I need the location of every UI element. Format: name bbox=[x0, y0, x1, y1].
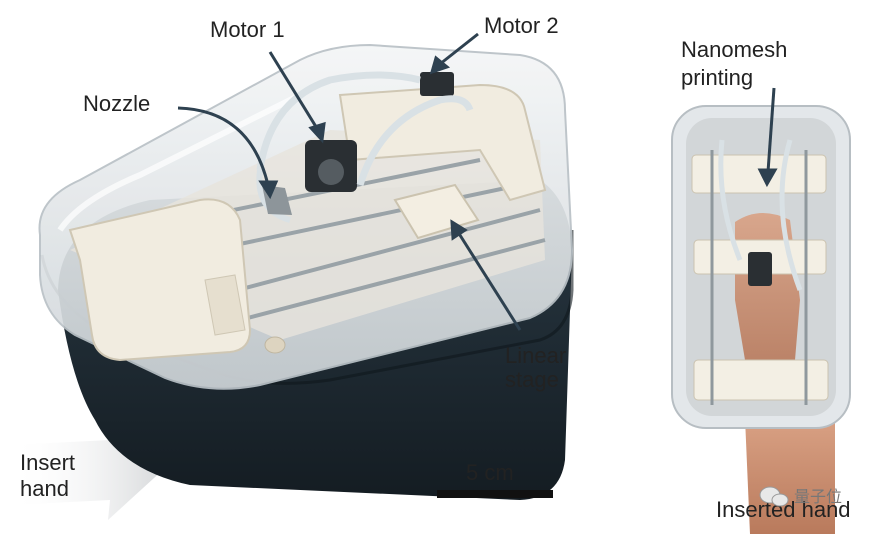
side-device bbox=[671, 87, 851, 534]
pointer-arrows bbox=[177, 32, 522, 331]
watermark: 量子位 bbox=[758, 481, 878, 511]
wechat-icon: 量子位 bbox=[759, 486, 842, 507]
label-nanomesh-printing: Nanomesh printing bbox=[681, 37, 788, 90]
label-motor-2: Motor 2 bbox=[484, 13, 559, 38]
label-linear-stage: Linear stage bbox=[505, 343, 567, 392]
left-bracket bbox=[68, 198, 252, 362]
label-motor-1: Motor 1 bbox=[210, 17, 285, 42]
right-bracket bbox=[338, 83, 547, 202]
label-insert-hand: Insert hand bbox=[20, 450, 76, 501]
inserted-hand-skin bbox=[745, 418, 835, 534]
scale-bar-label: 5 cm bbox=[466, 460, 514, 485]
motor-2 bbox=[420, 72, 454, 96]
svg-text:量子位: 量子位 bbox=[794, 487, 842, 506]
main-device bbox=[10, 32, 574, 520]
label-nozzle: Nozzle bbox=[83, 91, 151, 116]
scale-bar bbox=[437, 490, 553, 498]
